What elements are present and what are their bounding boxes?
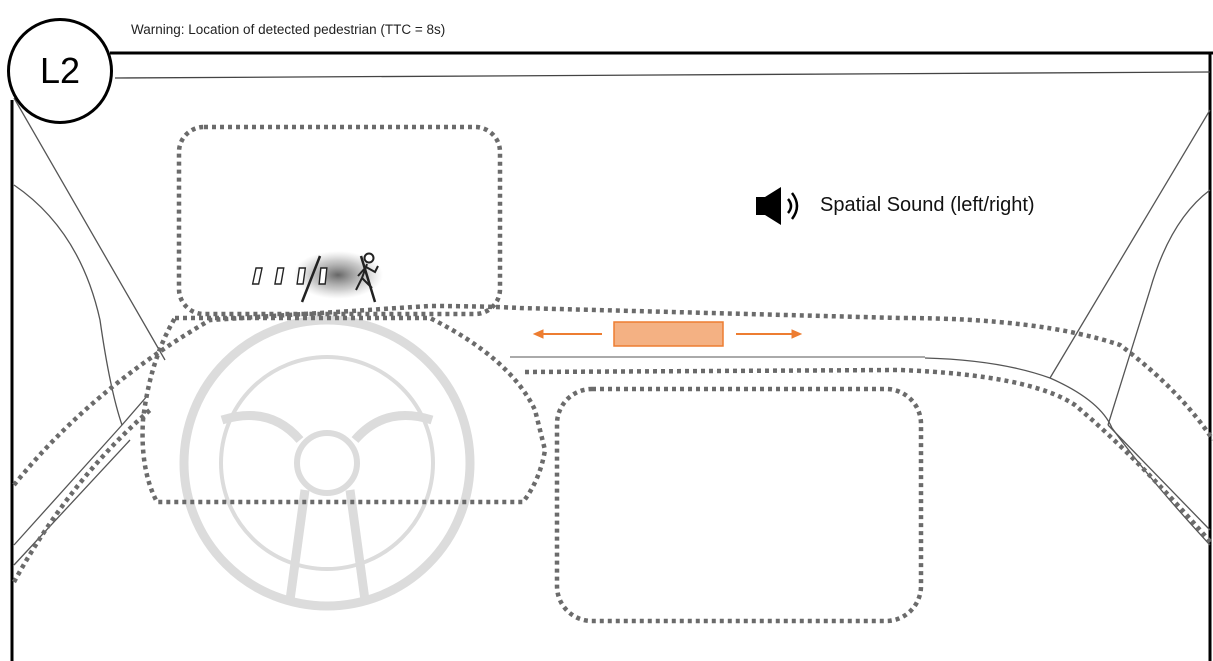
right-arrow: [736, 330, 801, 338]
windshield-top-edge: [115, 72, 1210, 78]
level-badge: L2: [7, 18, 113, 124]
level-badge-label: L2: [40, 50, 80, 92]
warning-caption: Warning: Location of detected pedestrian…: [131, 22, 445, 37]
right-a-pillar: [925, 110, 1210, 545]
left-arrow: [534, 330, 602, 338]
location-bar: [614, 322, 723, 346]
instrument-cluster-zone: [143, 318, 545, 502]
spatial-sound-label: Spatial Sound (left/right): [820, 194, 1035, 217]
pedestrian-crossing-icon: [253, 251, 383, 302]
left-a-pillar: [14, 98, 165, 565]
center-display-zone: [557, 389, 921, 621]
steering-wheel-icon: [184, 320, 470, 606]
pedestrian-location-indicator: [534, 322, 801, 346]
speaker-icon: [756, 187, 797, 225]
